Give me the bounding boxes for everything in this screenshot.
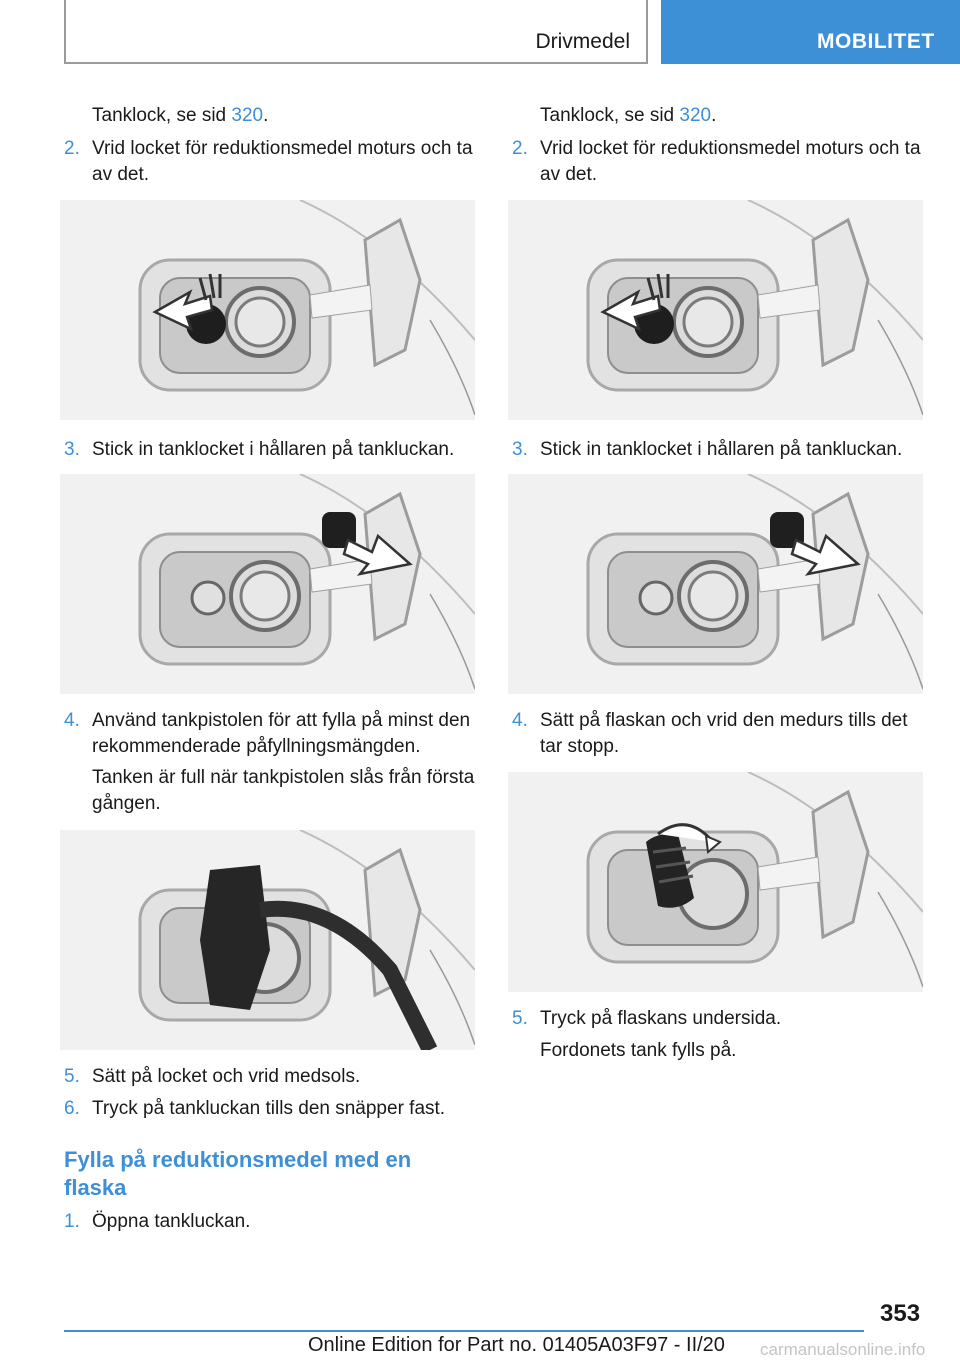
step-text: Sätt på flaskan och vrid den medurs till… — [540, 710, 908, 757]
header-box: Drivmedel — [64, 0, 648, 64]
fuel-flap-illustration — [586, 474, 923, 690]
left-step-5: 5. Sätt på locket och vrid medsols. — [60, 1064, 475, 1090]
section-title: Drivmedel — [535, 30, 630, 53]
page-link[interactable]: 320 — [679, 105, 712, 126]
left-step-2: 2. Vrid locket för reduktionsmedel moturs… — [60, 136, 475, 188]
page-link[interactable]: 320 — [231, 105, 264, 126]
note-text: Fordonets tank fylls på. — [540, 1040, 737, 1061]
step-number: 5. — [512, 1008, 528, 1029]
figure-bottle — [508, 772, 923, 992]
figure-fuel-nozzle — [60, 830, 475, 1050]
figure-remove-cap — [60, 200, 475, 420]
chapter-tab[interactable]: MOBILITET — [661, 0, 960, 64]
right-step-3: 3. Stick in tanklocket i hållaren på tank… — [508, 437, 923, 463]
step-text: Stick in tanklocket i hållaren på tanklu… — [92, 439, 455, 460]
fuel-nozzle-illustration — [138, 830, 475, 1050]
step-number: 6. — [64, 1098, 80, 1119]
step-number: 3. — [64, 439, 80, 460]
step-text: Vrid locket för reduktionsmedel moturs o… — [92, 138, 473, 185]
section-heading: Fylla på reduktionsmedel med en flaska — [64, 1147, 412, 1200]
left-step-6: 6. Tryck på tankluckan tills den snäpper … — [60, 1096, 475, 1122]
chapter-title: MOBILITET — [817, 30, 935, 53]
step-number: 5. — [64, 1066, 80, 1087]
left-intro: Tanklock, se sid 320. — [60, 103, 475, 129]
note-text: Tanken är full när tankpistolen slås frå… — [92, 767, 475, 814]
step-number: 4. — [512, 710, 528, 731]
right-intro: Tanklock, se sid 320. — [508, 103, 923, 129]
step-text: Vrid locket för reduktionsmedel moturs o… — [540, 138, 921, 185]
right-step-5: 5. Tryck på flaskans undersida. — [508, 1006, 923, 1032]
page-number: 353 — [880, 1300, 921, 1327]
step-number: 4. — [64, 710, 80, 731]
left-step-4-note: Tanken är full när tankpistolen slås frå… — [60, 765, 475, 817]
step-number: 1. — [64, 1211, 80, 1232]
figure-remove-cap — [508, 200, 923, 420]
fuel-flap-illustration — [138, 200, 475, 416]
intro-text: Tanklock, se sid 320. — [540, 105, 717, 126]
step-number: 2. — [512, 138, 528, 159]
figure-store-cap — [60, 474, 475, 694]
left-step-1: 1. Öppna tankluckan. — [60, 1209, 475, 1235]
footer-divider — [64, 1330, 864, 1332]
step-text: Använd tankpistolen för att fylla på min… — [92, 710, 471, 757]
fuel-flap-illustration — [138, 474, 475, 690]
left-step-3: 3. Stick in tanklocket i hållaren på tank… — [60, 437, 475, 463]
step-number: 3. — [512, 439, 528, 460]
step-text: Stick in tanklocket i hållaren på tanklu… — [540, 439, 903, 460]
step-text: Tryck på flaskans undersida. — [540, 1008, 782, 1029]
bottle-illustration — [586, 772, 923, 988]
edition-text: Online Edition for Part no. 01405A03F97 … — [308, 1334, 725, 1356]
watermark-text: carmanualsonline.info — [760, 1340, 926, 1359]
step-text: Sätt på locket och vrid medsols. — [92, 1066, 361, 1087]
fuel-flap-illustration — [586, 200, 923, 416]
intro-text: Tanklock, se sid 320. — [92, 105, 269, 126]
step-text: Öppna tankluckan. — [92, 1211, 251, 1232]
right-step-2: 2. Vrid locket för reduktionsmedel moturs… — [508, 136, 923, 188]
step-number: 2. — [64, 138, 80, 159]
step-text: Tryck på tankluckan tills den snäpper fa… — [92, 1098, 446, 1119]
right-step-4: 4. Sätt på flaskan och vrid den medurs ti… — [508, 708, 923, 760]
right-step-5-note: Fordonets tank fylls på. — [508, 1038, 923, 1064]
left-step-4: 4. Använd tankpistolen för att fylla på m… — [60, 708, 475, 760]
figure-store-cap — [508, 474, 923, 694]
